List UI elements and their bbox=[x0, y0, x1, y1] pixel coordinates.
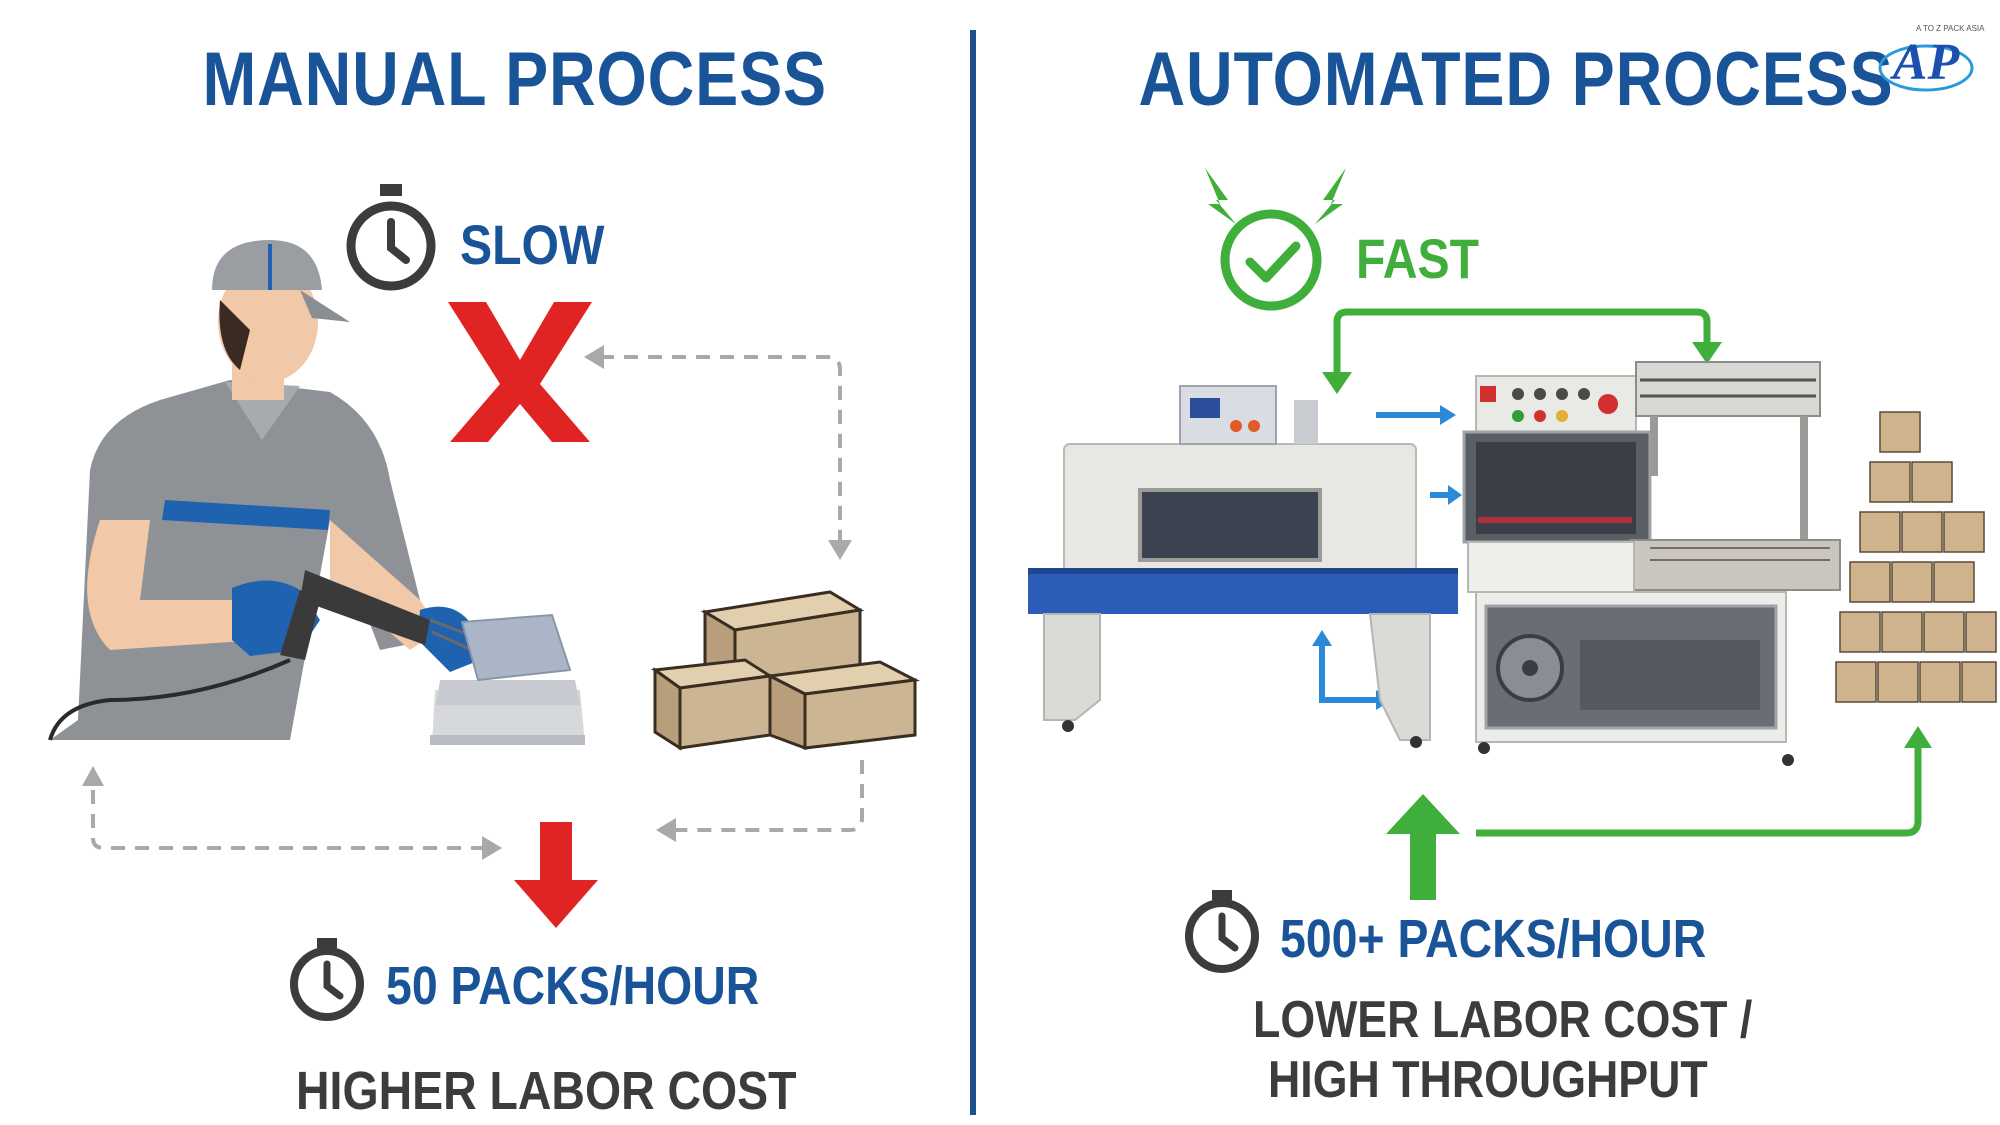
shrink-tunnel-machine bbox=[1028, 385, 1458, 748]
fast-check-icon bbox=[1205, 168, 1346, 311]
red-down-arrow-icon bbox=[514, 822, 598, 928]
slow-label: SLOW bbox=[460, 213, 605, 276]
manual-process-title: MANUAL PROCESS bbox=[202, 37, 827, 122]
rate-stopwatch-icon bbox=[290, 938, 364, 1021]
logo-swoosh-icon bbox=[1878, 44, 1974, 92]
higher-labor-cost-label: HIGHER LABOR COST bbox=[296, 1061, 797, 1121]
center-divider bbox=[970, 30, 976, 1115]
automated-process-title: AUTOMATED PROCESS bbox=[1138, 37, 1894, 122]
high-throughput-label: HIGH THROUGHPUT bbox=[1268, 1051, 1708, 1109]
manual-arrowheads bbox=[82, 345, 852, 860]
logo-tagline: A TO Z PACK ASIA bbox=[1916, 24, 1985, 33]
brand-logo: AP A TO Z PACK ASIA bbox=[1876, 24, 1984, 102]
automated-rate-label: 500+ PACKS/HOUR bbox=[1280, 909, 1707, 969]
red-x-icon bbox=[448, 302, 592, 442]
logo-lettering: AP bbox=[1892, 34, 1960, 91]
green-flow-arrows bbox=[1322, 308, 1932, 900]
fast-label: FAST bbox=[1356, 227, 1480, 290]
cardboard-boxes-stack bbox=[650, 590, 920, 751]
manual-flow-arrows bbox=[91, 355, 864, 850]
l-sealer-machine bbox=[1462, 361, 1841, 766]
worker-illustration bbox=[48, 240, 585, 745]
rate-stopwatch-icon-right bbox=[1185, 890, 1259, 973]
lower-labor-cost-label: LOWER LABOR COST / bbox=[1253, 991, 1753, 1049]
box-pyramid bbox=[1835, 411, 1997, 703]
blue-flow-arrows bbox=[1312, 405, 1462, 710]
manual-rate-label: 50 PACKS/HOUR bbox=[386, 956, 760, 1016]
stopwatch-icon bbox=[346, 184, 436, 291]
